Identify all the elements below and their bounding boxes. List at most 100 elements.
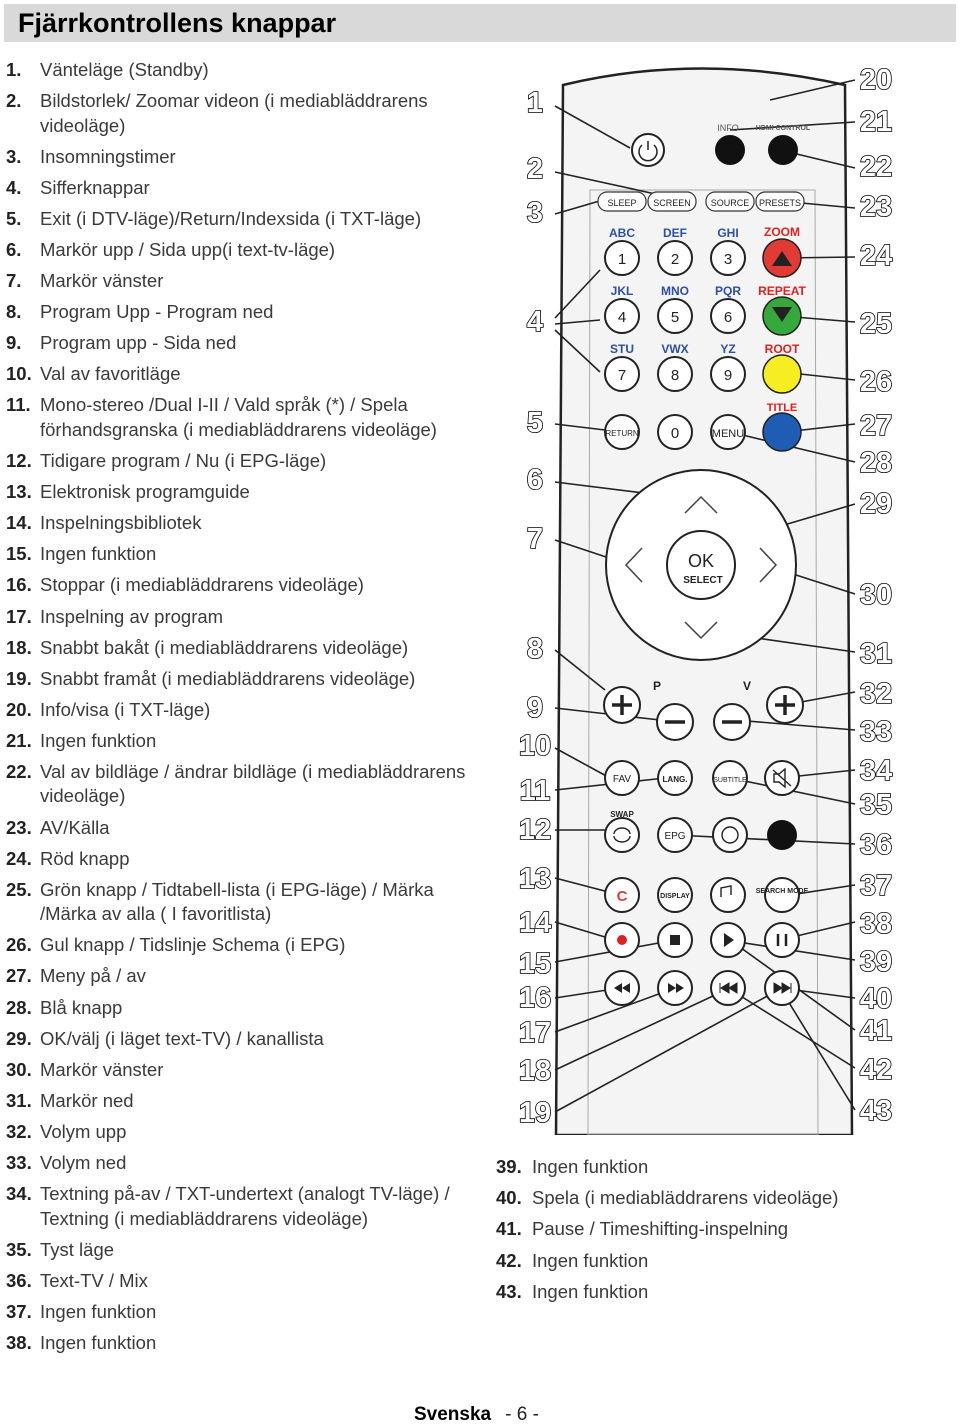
callout-number: 9 <box>527 692 543 724</box>
item-text: Insomningstimer <box>40 145 176 167</box>
program-label: P <box>653 679 661 693</box>
item-text: Ingen funktion <box>40 543 157 565</box>
callout-number: 40 <box>860 983 892 1015</box>
digit-button <box>604 356 640 392</box>
item-number: 34. <box>6 1183 32 1205</box>
item-number: 27. <box>6 965 32 987</box>
list-item: 3. Insomningstimer <box>6 145 476 170</box>
return-button <box>604 414 640 450</box>
list-item: 25.Grön knapp / Tidtabell-lista (i EPG-l… <box>6 878 476 927</box>
callout-number: 15 <box>519 948 551 980</box>
list-item: 9. Program upp - Sida ned <box>6 331 476 356</box>
item-number: 4. <box>6 176 22 198</box>
item-number: 40. <box>496 1187 522 1209</box>
page-number: - 6 - <box>505 1404 539 1425</box>
callout-line <box>554 987 731 1071</box>
callout-number: 43 <box>860 1095 892 1127</box>
item-text: Snabbt framåt (i mediabläddrarens videol… <box>40 667 416 689</box>
item-number: 38. <box>6 1331 32 1353</box>
callout-number: 41 <box>860 1015 892 1047</box>
callout-number: 27 <box>860 410 892 442</box>
item-number: 30. <box>6 1058 32 1080</box>
play-icon <box>724 933 734 947</box>
callout-line <box>554 649 606 691</box>
down-arrow-icon <box>684 621 718 640</box>
search-mode-button <box>764 877 800 913</box>
pause-button <box>764 922 800 958</box>
item-number: 16. <box>6 574 32 596</box>
zoom-label: ZOOM <box>764 225 800 239</box>
remote-buttons <box>597 133 805 1006</box>
item-number: 31. <box>6 1089 32 1111</box>
item-text: Markör vänster <box>40 1058 164 1080</box>
callout-number: 22 <box>860 151 892 183</box>
callout-line <box>727 987 856 1069</box>
media-button <box>710 877 746 913</box>
callout-line <box>554 987 676 1033</box>
ok-button <box>666 530 736 600</box>
item-text: Program upp - Sida ned <box>40 332 237 354</box>
source-button <box>705 191 755 212</box>
callout-number: 35 <box>860 789 892 821</box>
item-text: Markör ned <box>40 1089 134 1111</box>
item-text: Volym upp <box>40 1120 127 1142</box>
item-number: 2. <box>6 90 22 112</box>
list-item: 27.Meny på / av <box>6 964 476 989</box>
volume-label: V <box>743 679 751 693</box>
item-number: 39. <box>496 1156 522 1177</box>
item-number: 15. <box>6 543 32 565</box>
item-number: 14. <box>6 512 32 534</box>
item-text: Exit (i DTV-läge)/Return/Indexsida (i TX… <box>40 207 422 229</box>
item-text: Program Upp - Program ned <box>40 301 274 323</box>
list-item: 14.Inspelningsbibliotek <box>6 511 476 536</box>
footer-language: Svenska <box>414 1404 492 1425</box>
callout-number: 19 <box>519 1097 551 1129</box>
return-label: RETURN <box>605 429 639 438</box>
list-item: 38.Ingen funktion <box>6 1331 476 1356</box>
item-number: 6. <box>6 238 22 260</box>
list-item: 20.Info/visa (i TXT-läge) <box>6 698 476 723</box>
callout-number: 18 <box>519 1055 551 1087</box>
item-number: 10. <box>6 363 32 385</box>
list-item: 16. Stoppar (i mediabläddrarens videoläge… <box>6 573 476 598</box>
callout-number: 25 <box>860 308 892 340</box>
item-number: 8. <box>6 301 22 323</box>
callout-number: 16 <box>519 982 551 1014</box>
callout-number: 1 <box>527 87 543 119</box>
item-number: 9. <box>6 332 22 354</box>
list-item: 13.Elektronisk programguide <box>6 480 476 505</box>
list-item: 31. Markör ned <box>6 1089 476 1114</box>
list-item: 6.Markör upp / Sida upp(i text-tv-läge) <box>6 238 476 263</box>
callout-number: 28 <box>860 447 892 479</box>
item-text: Sifferknappar <box>40 176 150 198</box>
callout-number: 36 <box>860 829 892 861</box>
list-item: 36.Text-TV / Mix <box>6 1269 476 1294</box>
item-text: Ingen funktion <box>532 1249 649 1271</box>
item-text: Pause / Timeshifting-inspelning <box>532 1218 789 1240</box>
item-text: Spela (i mediabläddrarens videoläge) <box>532 1187 839 1209</box>
item-number: 29. <box>6 1027 32 1049</box>
letter-label: STU <box>610 342 634 356</box>
epg-button <box>657 817 693 853</box>
callout-number: 39 <box>860 946 892 978</box>
callout-number: 10 <box>519 730 551 762</box>
list-item: 37.Ingen funktion <box>6 1300 476 1325</box>
callout-line <box>734 719 856 731</box>
menu-button <box>710 414 746 450</box>
item-number: 21. <box>6 729 32 751</box>
item-number: 3. <box>6 145 22 167</box>
list-item: 19.Snabbt framåt (i mediabläddrarens vid… <box>6 667 476 692</box>
source-label: SOURCE <box>711 198 750 208</box>
item-text: Röd knapp <box>40 847 130 869</box>
item-number: 12. <box>6 450 32 472</box>
item-text: Stoppar (i mediabläddrarens videoläge) <box>40 574 364 596</box>
page-title: Fjärrkontrollens knappar <box>18 8 337 38</box>
callout-number: 23 <box>860 191 892 223</box>
item-number: 28. <box>6 996 32 1018</box>
zero-button <box>657 414 693 450</box>
list-item: 1.Vänteläge (Standby) <box>6 58 476 83</box>
list-item: 24.Röd knapp <box>6 847 476 872</box>
digit-button <box>710 240 746 276</box>
list-item: 33.Volym ned <box>6 1151 476 1176</box>
swap-icon <box>613 827 631 843</box>
